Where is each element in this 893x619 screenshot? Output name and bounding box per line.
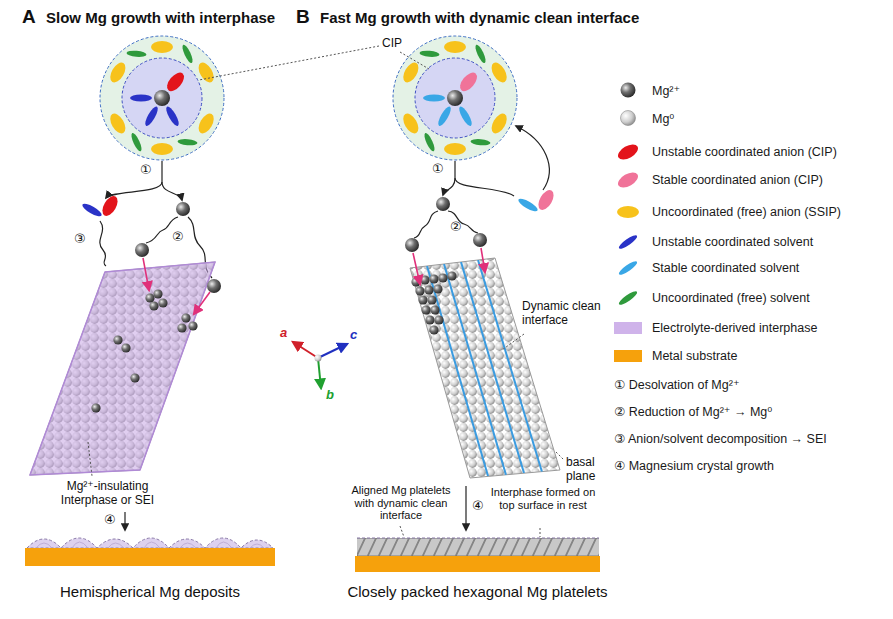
legend-swatch xyxy=(612,171,646,189)
step-number: ③ xyxy=(74,232,86,247)
legend-sphere xyxy=(621,83,636,98)
legend-swatch xyxy=(612,347,646,365)
legend-item: Unstable coordinated anion (CIP) xyxy=(612,143,837,161)
panel-caption: Hemispherical Mg deposits xyxy=(25,583,275,600)
legend-item: Unstable coordinated solvent xyxy=(612,233,813,251)
legend-item: Metal substrate xyxy=(612,347,737,365)
basal-plane-line xyxy=(427,260,542,476)
step-number: ④ xyxy=(104,513,116,528)
step-number: ② xyxy=(450,220,462,235)
legend-item: ② Reduction of Mg²⁺ → Mg⁰ xyxy=(614,402,772,420)
legend-text: Uncoordinated (free) anion (SSIP) xyxy=(652,205,841,219)
legend-text: Stable coordinated solvent xyxy=(652,261,799,275)
hemispherical-deposit xyxy=(27,538,273,548)
legend-text: Metal substrate xyxy=(652,349,737,363)
crystal xyxy=(30,262,215,475)
leader-line xyxy=(88,442,92,476)
solvation-cluster xyxy=(100,36,224,160)
callout-label: CIP xyxy=(382,37,402,51)
legend-swatch xyxy=(612,203,646,221)
legend-item: Mg⁰ xyxy=(652,109,674,127)
legend-text: ② Reduction of Mg²⁺ → Mg⁰ xyxy=(614,404,772,419)
legend-text: Electrolyte-derived interphase xyxy=(652,321,817,335)
legend-swatch xyxy=(612,143,646,161)
metal-substrate xyxy=(25,548,275,566)
callout-label: Interphase formed on top surface in rest xyxy=(488,486,598,511)
step-number: ① xyxy=(432,162,444,177)
axis-label: c xyxy=(350,328,357,343)
panel-caption: Closely packed hexagonal Mg platelets xyxy=(340,583,615,600)
legend-item: Electrolyte-derived interphase xyxy=(612,319,817,337)
legend-swatch xyxy=(612,259,646,277)
axis-label: b xyxy=(326,388,334,403)
legend-text: Uncoordinated (free) solvent xyxy=(652,291,810,305)
legend-item: ④ Magnesium crystal growth xyxy=(614,456,774,474)
legend-swatch xyxy=(612,319,646,337)
legend-text: Unstable coordinated solvent xyxy=(652,235,813,249)
legend-item: ① Desolvation of Mg²⁺ xyxy=(614,375,740,393)
legend-text: Unstable coordinated anion (CIP) xyxy=(652,145,837,159)
legend-swatch xyxy=(612,289,646,307)
metal-substrate xyxy=(355,556,600,572)
legend-text: Mg⁰ xyxy=(652,111,674,126)
legend-item: Mg²⁺ xyxy=(652,81,680,99)
legend-item: Stable coordinated solvent xyxy=(612,259,799,277)
legend-item: Stable coordinated anion (CIP) xyxy=(612,171,823,189)
legend-text: Stable coordinated anion (CIP) xyxy=(652,173,823,187)
step-number: ② xyxy=(172,230,184,245)
legend-swatch xyxy=(612,233,646,251)
callout-label: Dynamic clean interface xyxy=(522,300,610,328)
solvation-cluster xyxy=(393,36,517,160)
leader-line xyxy=(199,46,429,80)
axis-label: a xyxy=(280,326,287,341)
legend-text: ① Desolvation of Mg²⁺ xyxy=(614,377,740,392)
legend-text: ④ Magnesium crystal growth xyxy=(614,458,774,473)
legend-item: Uncoordinated (free) anion (SSIP) xyxy=(612,203,841,221)
callout-label: Mg²⁺-insulating Interphase or SEI xyxy=(40,480,175,508)
callout-label: Aligned Mg platelets with dynamic clean … xyxy=(344,484,458,522)
step-number: ④ xyxy=(472,499,484,514)
panel-title: Fast Mg growth with dynamic clean interf… xyxy=(320,9,639,26)
legend-item: ③ Anion/solvent decomposition → SEI xyxy=(614,429,827,447)
panel-title: Slow Mg growth with interphase xyxy=(46,9,275,26)
legend-sphere xyxy=(621,111,636,126)
panel-letter: A xyxy=(22,6,36,28)
legend-text: ③ Anion/solvent decomposition → SEI xyxy=(614,431,827,446)
mg-platelets xyxy=(357,538,599,556)
axis-triad xyxy=(293,342,347,388)
crystal xyxy=(410,258,560,478)
step-number: ① xyxy=(140,163,152,178)
panel-letter: B xyxy=(296,6,310,28)
legend-text: Mg²⁺ xyxy=(652,83,680,98)
legend-item: Uncoordinated (free) solvent xyxy=(612,289,810,307)
callout-label: basal plane xyxy=(566,456,606,484)
